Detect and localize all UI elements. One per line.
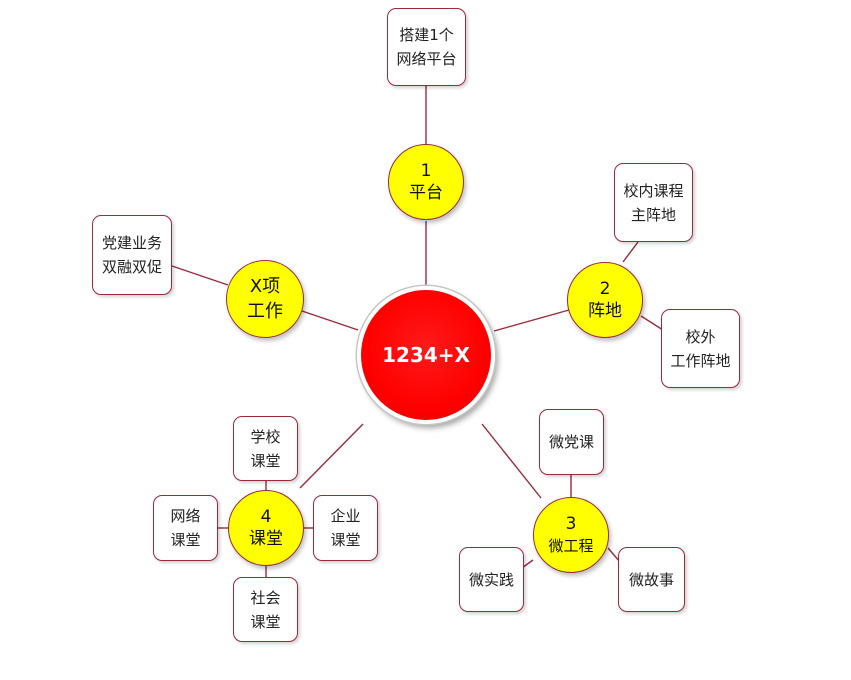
box-network-platform-line2: 网络平台 bbox=[396, 50, 457, 68]
center-node: 1234+X bbox=[357, 286, 495, 424]
hub-position-number: 2 bbox=[599, 279, 611, 299]
box-party-business: 党建业务 双融双促 bbox=[92, 215, 172, 295]
connector-center-classroom bbox=[299, 423, 364, 489]
box-offcampus-work: 校外 工作阵地 bbox=[661, 309, 740, 388]
hub-classroom-label: 课堂 bbox=[249, 529, 283, 549]
box-network-class: 网络 课堂 bbox=[153, 495, 218, 561]
box-micro-story: 微故事 bbox=[618, 547, 685, 612]
box-network-platform-line1: 搭建1个 bbox=[399, 26, 454, 44]
hub-micro-engineering: 3 微工程 bbox=[533, 497, 609, 573]
connector-position-offcampus bbox=[640, 315, 664, 331]
center-label: 1234+X bbox=[382, 343, 470, 367]
box-party-business-line2: 双融双促 bbox=[101, 258, 162, 276]
hub-classroom-number: 4 bbox=[260, 507, 272, 527]
hub-x-work: X项 工作 bbox=[226, 260, 304, 338]
connector-center-x bbox=[301, 310, 359, 331]
box-network-platform: 搭建1个 网络平台 bbox=[387, 8, 466, 86]
box-party-business-line1: 党建业务 bbox=[101, 234, 162, 252]
box-offcampus-work-line2: 工作阵地 bbox=[670, 351, 731, 370]
box-campus-course-line2: 主阵地 bbox=[630, 205, 676, 224]
hub-platform-number: 1 bbox=[420, 161, 432, 181]
hub-position-label: 阵地 bbox=[588, 301, 622, 321]
box-offcampus-work-line1: 校外 bbox=[685, 327, 716, 346]
hub-micro-label: 微工程 bbox=[548, 537, 594, 555]
box-society-class-line2: 课堂 bbox=[250, 612, 281, 631]
hub-x-label: 工作 bbox=[247, 301, 283, 322]
box-campus-course-line1: 校内课程 bbox=[623, 181, 684, 200]
connector-position-campus bbox=[622, 241, 639, 263]
box-network-class-line1: 网络 bbox=[170, 507, 201, 525]
box-school-class-line2: 课堂 bbox=[250, 451, 281, 470]
hub-position: 2 阵地 bbox=[567, 262, 643, 338]
box-society-class: 社会 课堂 bbox=[233, 577, 298, 642]
box-society-class-line1: 社会 bbox=[250, 588, 281, 607]
hub-platform: 1 平台 bbox=[388, 144, 464, 220]
box-micro-story-text: 微故事 bbox=[628, 570, 674, 589]
box-micro-party-class: 微党课 bbox=[539, 409, 604, 475]
connector-center-position bbox=[493, 309, 570, 332]
box-campus-course: 校内课程 主阵地 bbox=[614, 163, 693, 242]
box-school-class: 学校 课堂 bbox=[233, 416, 298, 481]
hub-classroom: 4 课堂 bbox=[228, 490, 304, 566]
box-micro-practice-text: 微实践 bbox=[468, 570, 514, 589]
box-school-class-line1: 学校 bbox=[250, 427, 281, 446]
box-micro-practice: 微实践 bbox=[459, 547, 524, 612]
hub-x-number: X项 bbox=[249, 276, 281, 297]
connector-center-micro bbox=[481, 423, 542, 499]
box-enterprise-class: 企业 课堂 bbox=[313, 495, 378, 561]
hub-platform-label: 平台 bbox=[409, 183, 443, 203]
box-enterprise-class-line1: 企业 bbox=[330, 507, 361, 525]
hub-micro-number: 3 bbox=[565, 514, 577, 534]
box-network-class-line2: 课堂 bbox=[170, 531, 201, 549]
box-enterprise-class-line2: 课堂 bbox=[330, 531, 361, 549]
connector-x-business bbox=[171, 265, 229, 286]
box-micro-party-class-text: 微党课 bbox=[548, 433, 594, 451]
